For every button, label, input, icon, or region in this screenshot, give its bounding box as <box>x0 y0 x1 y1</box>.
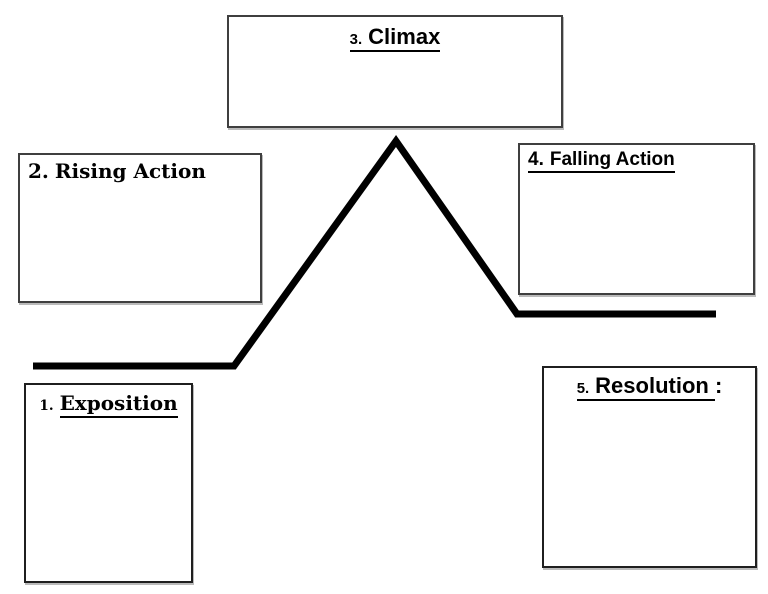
rising-action-box: 2.Rising Action <box>18 153 262 303</box>
exposition-box: 1. Exposition <box>24 383 193 583</box>
resolution-label: 5. Resolution : <box>544 373 755 401</box>
resolution-colon: : <box>714 373 723 398</box>
resolution-title: Resolution <box>595 373 709 398</box>
climax-box: 3. Climax <box>227 15 563 128</box>
falling-action-label: 4.Falling Action <box>520 149 753 173</box>
climax-label: 3. Climax <box>229 24 561 52</box>
rising-action-label: 2.Rising Action <box>20 159 260 183</box>
exposition-label: 1. Exposition <box>26 391 191 418</box>
resolution-number: 5. <box>576 380 590 397</box>
resolution-box: 5. Resolution : <box>542 366 757 568</box>
falling-action-box: 4.Falling Action <box>518 143 755 295</box>
falling-action-number: 4. <box>528 149 544 170</box>
rising-action-title: Rising Action <box>54 159 206 183</box>
climax-title: Climax <box>368 24 441 49</box>
rising-action-number: 2. <box>28 159 49 183</box>
exposition-number: 1. <box>39 398 54 414</box>
exposition-title: Exposition <box>59 391 178 418</box>
falling-action-title: Falling Action <box>549 149 675 170</box>
climax-number: 3. <box>349 31 363 48</box>
